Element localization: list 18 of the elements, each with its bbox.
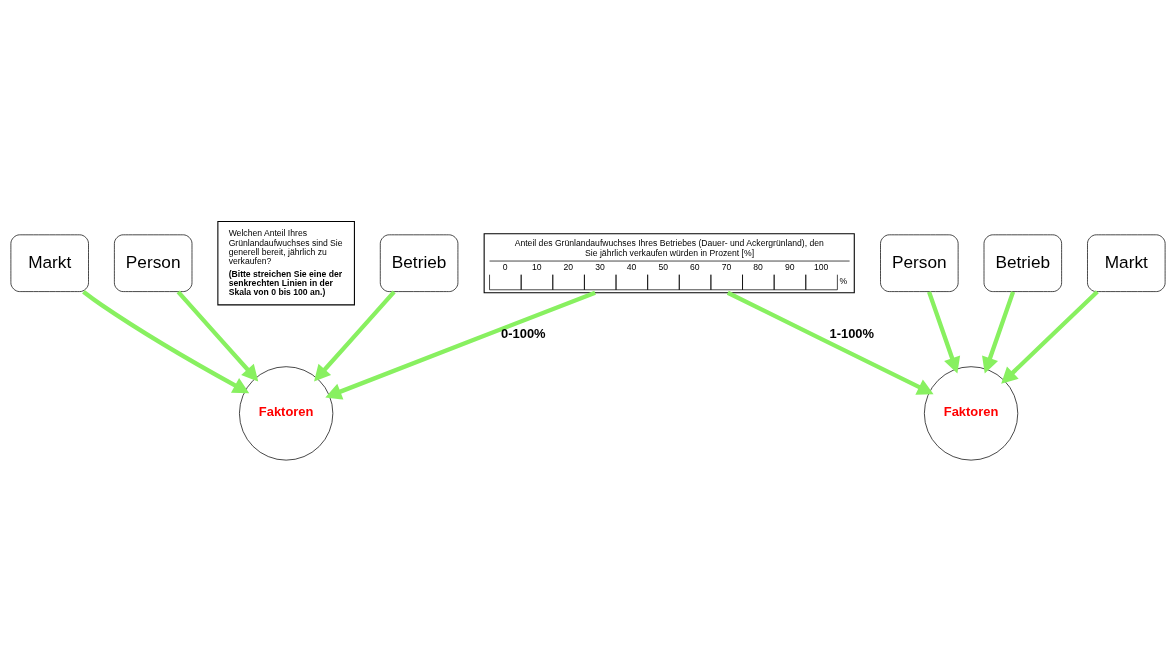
arrow [82, 290, 250, 394]
node-box: Betrieb [379, 234, 459, 292]
node-box: Person [114, 234, 193, 292]
node-box: Person [880, 234, 959, 292]
node-box: Markt [10, 234, 89, 292]
node-circle: Faktoren [239, 366, 334, 461]
edge-label: 1-100% [829, 326, 875, 342]
arrow [982, 291, 1016, 374]
node-box: Betrieb [983, 234, 1062, 292]
arrow [314, 290, 396, 382]
arrow [325, 290, 596, 400]
arrow [927, 291, 961, 374]
edge-label: 0-100% [501, 326, 546, 342]
arrow [1001, 290, 1099, 384]
node-box: Welchen Anteil Ihres Grünlandaufwuchses sind Sie generell bereit, jährlich zu verkaufen? (Bitte streichen Sie eine der senkrechten Linien in der Skala von 0 bis 100 an.) [217, 221, 355, 306]
arrow [726, 290, 934, 395]
node-box: Markt [1087, 234, 1166, 292]
arrow [176, 290, 259, 382]
